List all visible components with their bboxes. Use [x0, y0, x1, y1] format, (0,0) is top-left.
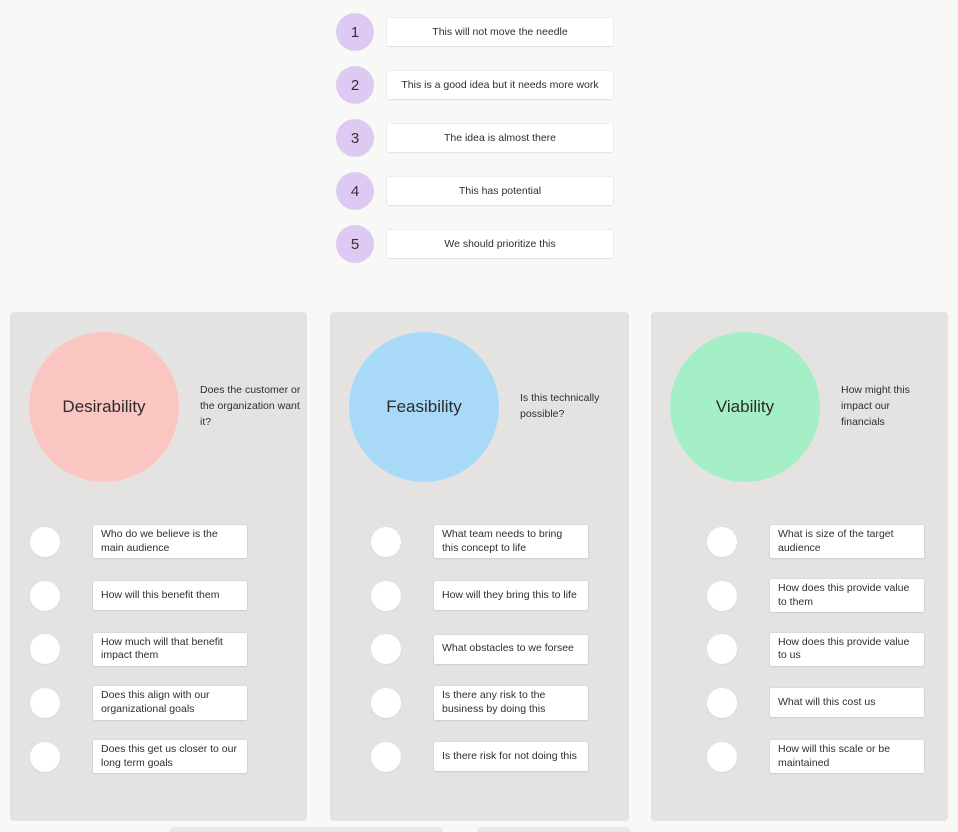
question-card[interactable]: How will they bring this to life: [434, 581, 588, 611]
panel-title: Desirability: [62, 397, 146, 416]
vote-dot[interactable]: [30, 580, 60, 611]
scale-number-badge[interactable]: 5: [336, 225, 374, 263]
vote-dot[interactable]: [371, 687, 401, 718]
vote-dot[interactable]: [371, 580, 401, 611]
vote-dot[interactable]: [371, 741, 401, 772]
vote-dot[interactable]: [707, 741, 737, 772]
scale-row-3: 3 The idea is almost there: [336, 119, 613, 157]
question-row: What obstacles to we forsee: [330, 622, 629, 676]
question-list: What team needs to bring this concept to…: [330, 515, 629, 783]
panel-viability[interactable]: Viability How might this impact our fina…: [651, 312, 948, 821]
question-row: How will this benefit them: [10, 569, 307, 623]
question-row: What is size of the target audience: [651, 515, 948, 569]
question-list: Who do we believe is the main audience H…: [10, 515, 307, 783]
feasibility-circle[interactable]: Feasibility: [349, 332, 499, 482]
question-row: Who do we believe is the main audience: [10, 515, 307, 569]
panel-description: Is this technically possible?: [520, 392, 600, 420]
vote-dot[interactable]: [371, 634, 401, 665]
vote-dot[interactable]: [30, 741, 60, 772]
scale-row-1: 1 This will not move the needle: [336, 13, 613, 51]
scale-row-2: 2 This is a good idea but it needs more …: [336, 66, 613, 104]
vote-dot[interactable]: [707, 634, 737, 665]
vote-dot[interactable]: [707, 526, 737, 557]
scale-number-badge[interactable]: 3: [336, 119, 374, 157]
viability-circle[interactable]: Viability: [670, 332, 820, 482]
panel-header: Feasibility Is this technically possible…: [349, 332, 623, 482]
panel-title: Feasibility: [386, 397, 462, 416]
panel-description: How might this impact our financials: [841, 384, 910, 428]
desirability-circle[interactable]: Desirability: [29, 332, 179, 482]
scale-label-card[interactable]: This is a good idea but it needs more wo…: [387, 71, 613, 99]
question-row: How does this provide value to them: [651, 569, 948, 623]
scale-number-badge[interactable]: 1: [336, 13, 374, 51]
next-row-panel-edge: [477, 827, 630, 832]
question-card[interactable]: What team needs to bring this concept to…: [434, 525, 588, 559]
question-card[interactable]: Who do we believe is the main audience: [93, 525, 247, 559]
question-card[interactable]: How much will that benefit impact them: [93, 632, 247, 666]
question-row: Is there risk for not doing this: [330, 730, 629, 784]
question-row: How does this provide value to us: [651, 622, 948, 676]
question-card[interactable]: Is there any risk to the business by doi…: [434, 686, 588, 720]
scale-label-card[interactable]: This will not move the needle: [387, 18, 613, 46]
vote-dot[interactable]: [30, 687, 60, 718]
panel-description: Does the customer or the organization wa…: [200, 384, 301, 428]
question-row: Is there any risk to the business by doi…: [330, 676, 629, 730]
question-card[interactable]: What is size of the target audience: [770, 525, 924, 559]
vote-dot[interactable]: [371, 526, 401, 557]
question-row: How much will that benefit impact them: [10, 622, 307, 676]
question-row: What team needs to bring this concept to…: [330, 515, 629, 569]
panel-title: Viability: [715, 397, 775, 416]
vote-dot[interactable]: [30, 526, 60, 557]
question-card[interactable]: Does this align with our organizational …: [93, 686, 247, 720]
panel-desirability[interactable]: Desirability Does the customer or the or…: [10, 312, 307, 821]
question-card[interactable]: What obstacles to we forsee: [434, 634, 588, 664]
vote-dot[interactable]: [707, 580, 737, 611]
scale-number-badge[interactable]: 2: [336, 66, 374, 104]
question-card[interactable]: What will this cost us: [770, 688, 924, 718]
scale-number-badge[interactable]: 4: [336, 172, 374, 210]
scale-label-card[interactable]: The idea is almost there: [387, 124, 613, 152]
question-row: How will this scale or be maintained: [651, 730, 948, 784]
scale-row-4: 4 This has potential: [336, 172, 613, 210]
scale-label-card[interactable]: We should prioritize this: [387, 230, 613, 258]
panel-header: Desirability Does the customer or the or…: [29, 332, 301, 482]
panel-header: Viability How might this impact our fina…: [670, 332, 942, 482]
question-row: What will this cost us: [651, 676, 948, 730]
question-card[interactable]: How will this benefit them: [93, 581, 247, 611]
question-row: Does this align with our organizational …: [10, 676, 307, 730]
vote-dot[interactable]: [707, 687, 737, 718]
scale-label-card[interactable]: This has potential: [387, 177, 613, 205]
next-row-panel-edge: [170, 827, 443, 832]
panel-feasibility[interactable]: Feasibility Is this technically possible…: [330, 312, 629, 821]
question-list: What is size of the target audience How …: [651, 515, 948, 783]
question-card[interactable]: Is there risk for not doing this: [434, 742, 588, 772]
question-row: How will they bring this to life: [330, 569, 629, 623]
question-card[interactable]: How does this provide value to us: [770, 632, 924, 666]
question-card[interactable]: How will this scale or be maintained: [770, 739, 924, 774]
question-card[interactable]: How does this provide value to them: [770, 578, 924, 613]
vote-dot[interactable]: [30, 634, 60, 665]
question-row: Does this get us closer to our long term…: [10, 730, 307, 784]
question-card[interactable]: Does this get us closer to our long term…: [93, 739, 247, 774]
scale-row-5: 5 We should prioritize this: [336, 225, 613, 263]
